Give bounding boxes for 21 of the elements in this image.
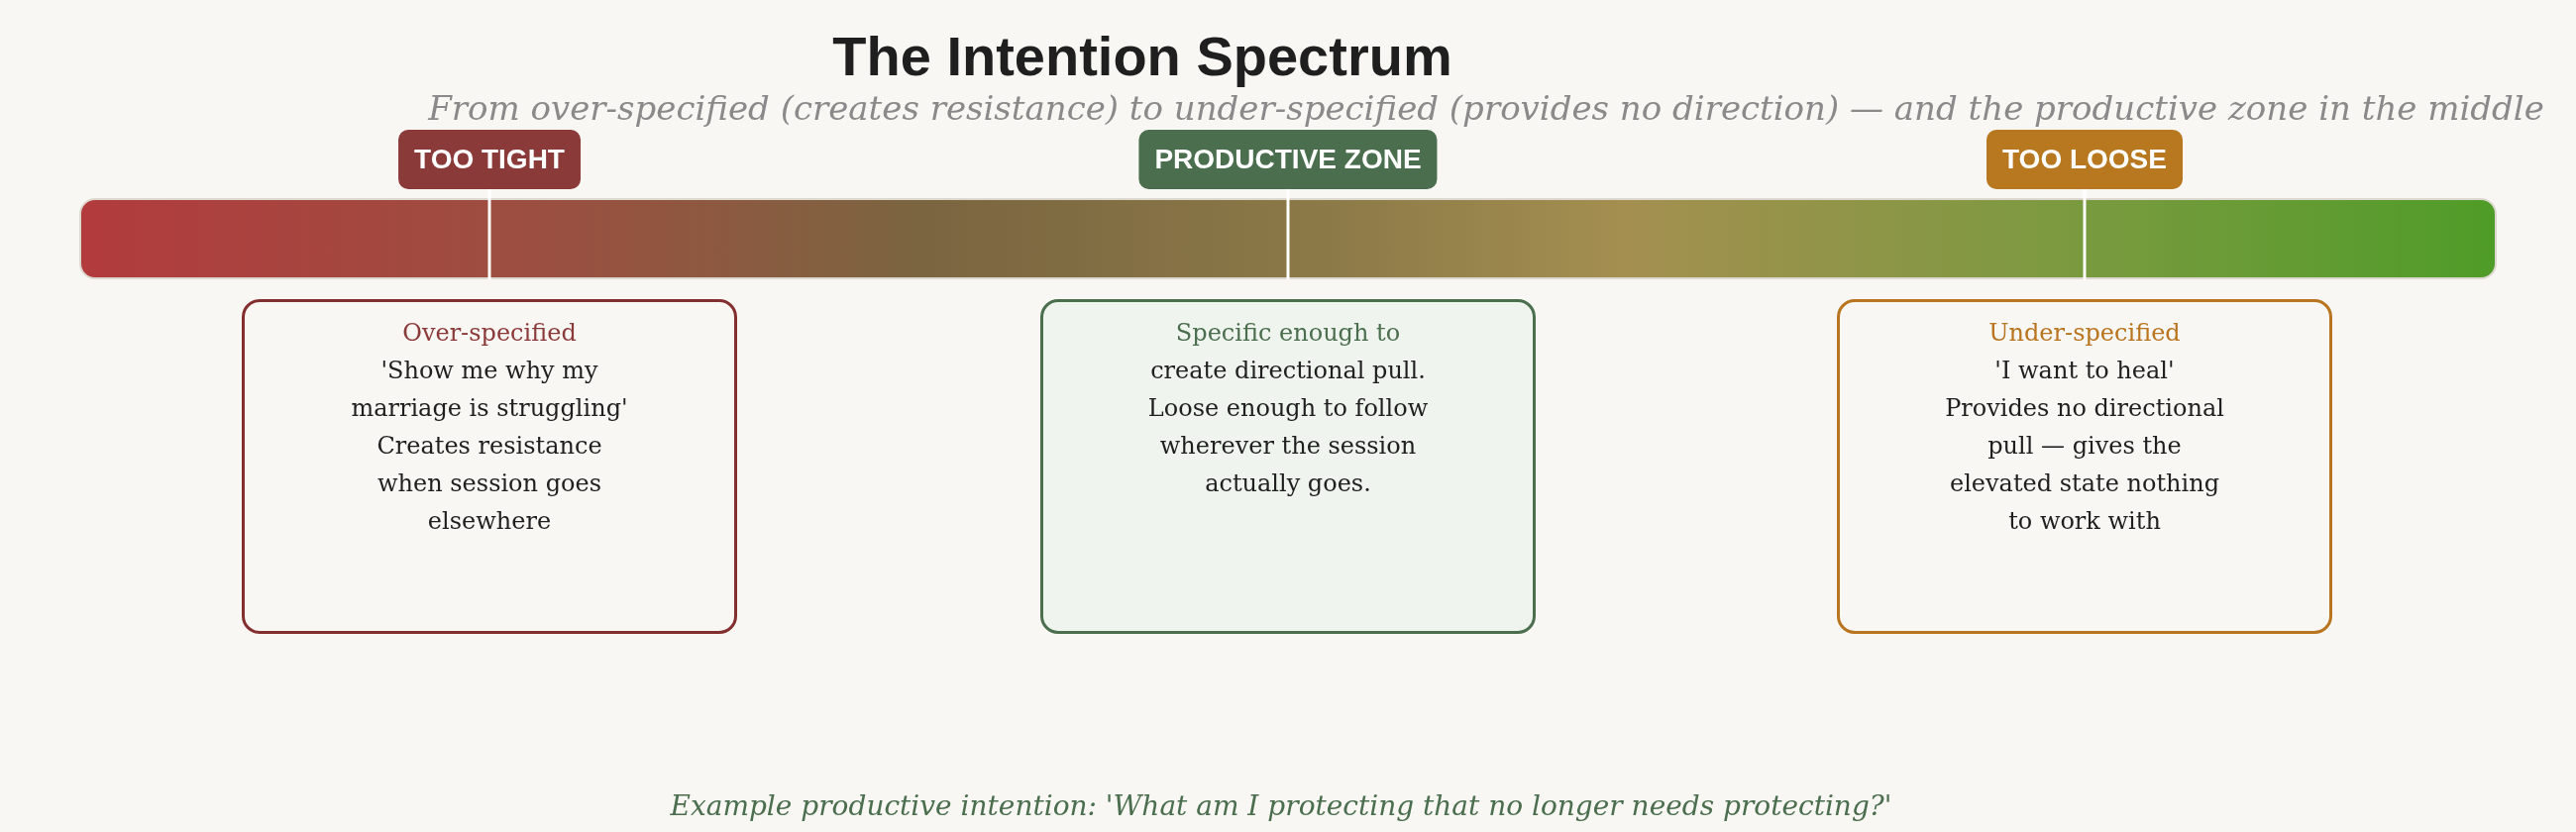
description-card (1040, 299, 1536, 634)
card-heading: Over-specified (402, 318, 577, 349)
description-card (1837, 299, 2332, 634)
card-text: Provides no directional pull — gives the elevated state nothing to work with (1944, 393, 2225, 537)
marker-line (1286, 189, 1290, 279)
spectrum-gradient-bar (79, 198, 2497, 279)
card-text: create directional pull. Loose enough to follow wherever the session actually goes. (1146, 356, 1430, 499)
card-heading: Specific enough to (1175, 318, 1401, 349)
zone-tag: TOO TIGHT (398, 130, 581, 189)
card-text: 'I want to heal' (1994, 356, 2175, 386)
zone-tag: PRODUCTIVE ZONE (1138, 130, 1438, 189)
marker-line (2083, 189, 2087, 279)
title: The Intention Spectrum (832, 28, 1452, 85)
card-heading: Under-specified (1988, 318, 2181, 349)
caption: Example productive intention: 'What am I protecting that no longer needs protecting?' (670, 788, 1892, 824)
card-text: 'Show me why my marriage is struggling' (350, 356, 629, 424)
card-text: Creates resistance when session goes elsewhere (376, 431, 603, 537)
description-card (242, 299, 737, 634)
zone-tag: TOO LOOSE (1986, 130, 2183, 189)
subtitle: From over-specified (creates resistance) to under-specified (provides no direction) — and the productive zone in the middle (428, 87, 2544, 129)
marker-line (487, 189, 491, 279)
